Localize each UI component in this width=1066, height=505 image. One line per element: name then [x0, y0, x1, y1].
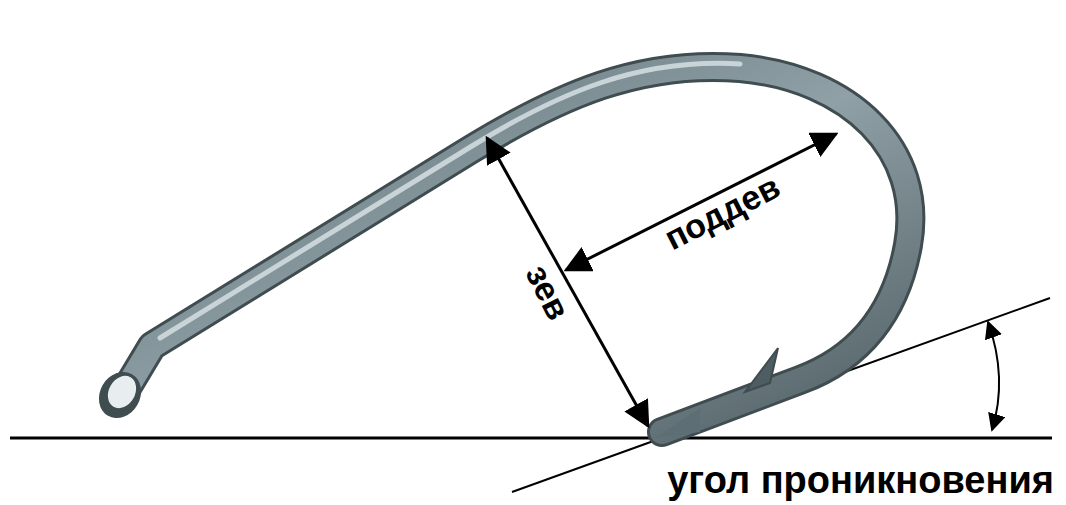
gape-arrow: [487, 138, 648, 426]
bite-arrow: [566, 134, 836, 270]
base-line: [10, 437, 1052, 440]
bite-label: поддев: [659, 169, 785, 256]
angle-label: угол проникновения: [663, 459, 1058, 501]
hook-eye-face: [102, 371, 142, 413]
hook-eye: [91, 364, 150, 426]
angle-arc: [988, 322, 999, 430]
hook-point: [655, 408, 700, 438]
hook-barb: [745, 348, 778, 392]
hook-highlight: [160, 63, 740, 338]
